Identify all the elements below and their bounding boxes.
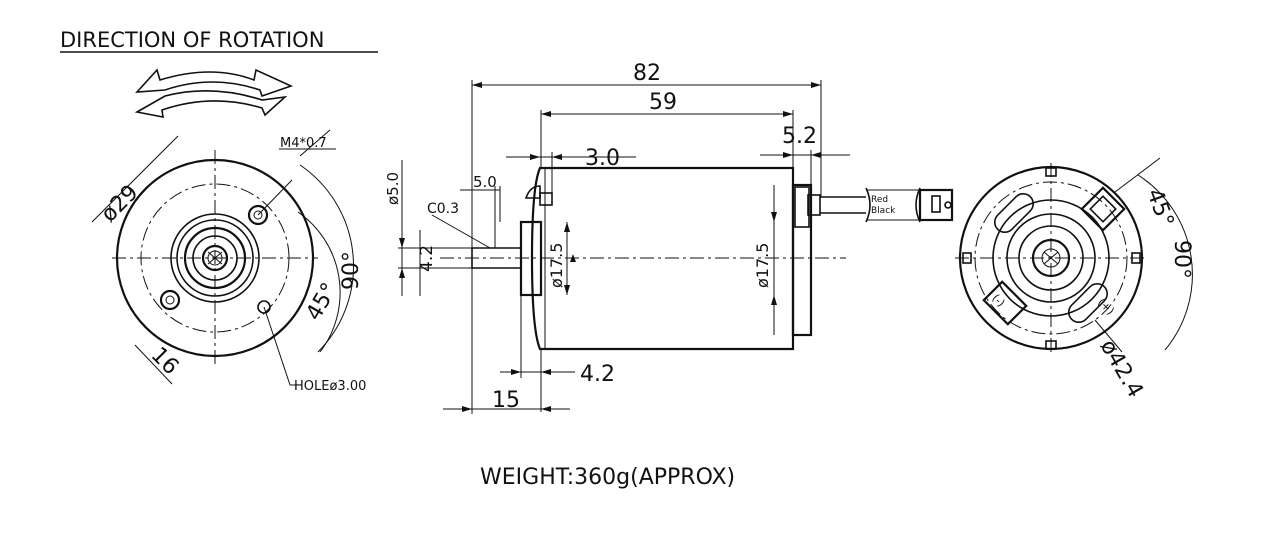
thread-label: M4*0.7 (280, 136, 327, 151)
red-wire-label: Red (871, 195, 888, 205)
hole-label: HOLEø3.00 (294, 379, 366, 394)
shaft-flat-label: 4.2 (417, 245, 437, 272)
weight-label: WEIGHT:360g(APPROX) (480, 465, 735, 490)
mounting-hole-icon (159, 289, 181, 311)
rear-angle-45-label: 45° (1141, 186, 1178, 231)
rear-diameter-label: ø42.4 (1095, 336, 1148, 403)
chamfer-label: C0.3 (427, 201, 459, 217)
rear-view (955, 157, 1193, 356)
terminal-plus-label: (+) (1095, 296, 1117, 318)
rear-angle-90-label: 90° (1169, 240, 1194, 279)
outer-diameter-label: ø29 (97, 180, 144, 227)
black-wire-label: Black (871, 206, 896, 216)
angle-90-label: 90° (339, 251, 364, 290)
mounting-hole-icon (247, 204, 269, 226)
front-view (91, 129, 354, 386)
rotation-arrows-icon (134, 68, 294, 118)
overall-length-label: 82 (633, 61, 661, 86)
boss-offset-label: 3.0 (585, 146, 620, 171)
side-view (398, 80, 954, 414)
rotation-heading: DIRECTION OF ROTATION (60, 28, 324, 52)
front-boss-diameter-label: ø17.5 (547, 243, 566, 288)
terminal-offset-label: 5.2 (782, 124, 817, 149)
body-length-label: 59 (649, 90, 677, 115)
shaft-length-label: 15 (492, 388, 520, 413)
rear-boss-diameter-label: ø17.5 (753, 243, 772, 288)
boss-length-label: 4.2 (580, 362, 615, 387)
shaft-step-label: 5.0 (473, 173, 497, 191)
shaft-diameter-label: ø5.0 (384, 172, 402, 205)
